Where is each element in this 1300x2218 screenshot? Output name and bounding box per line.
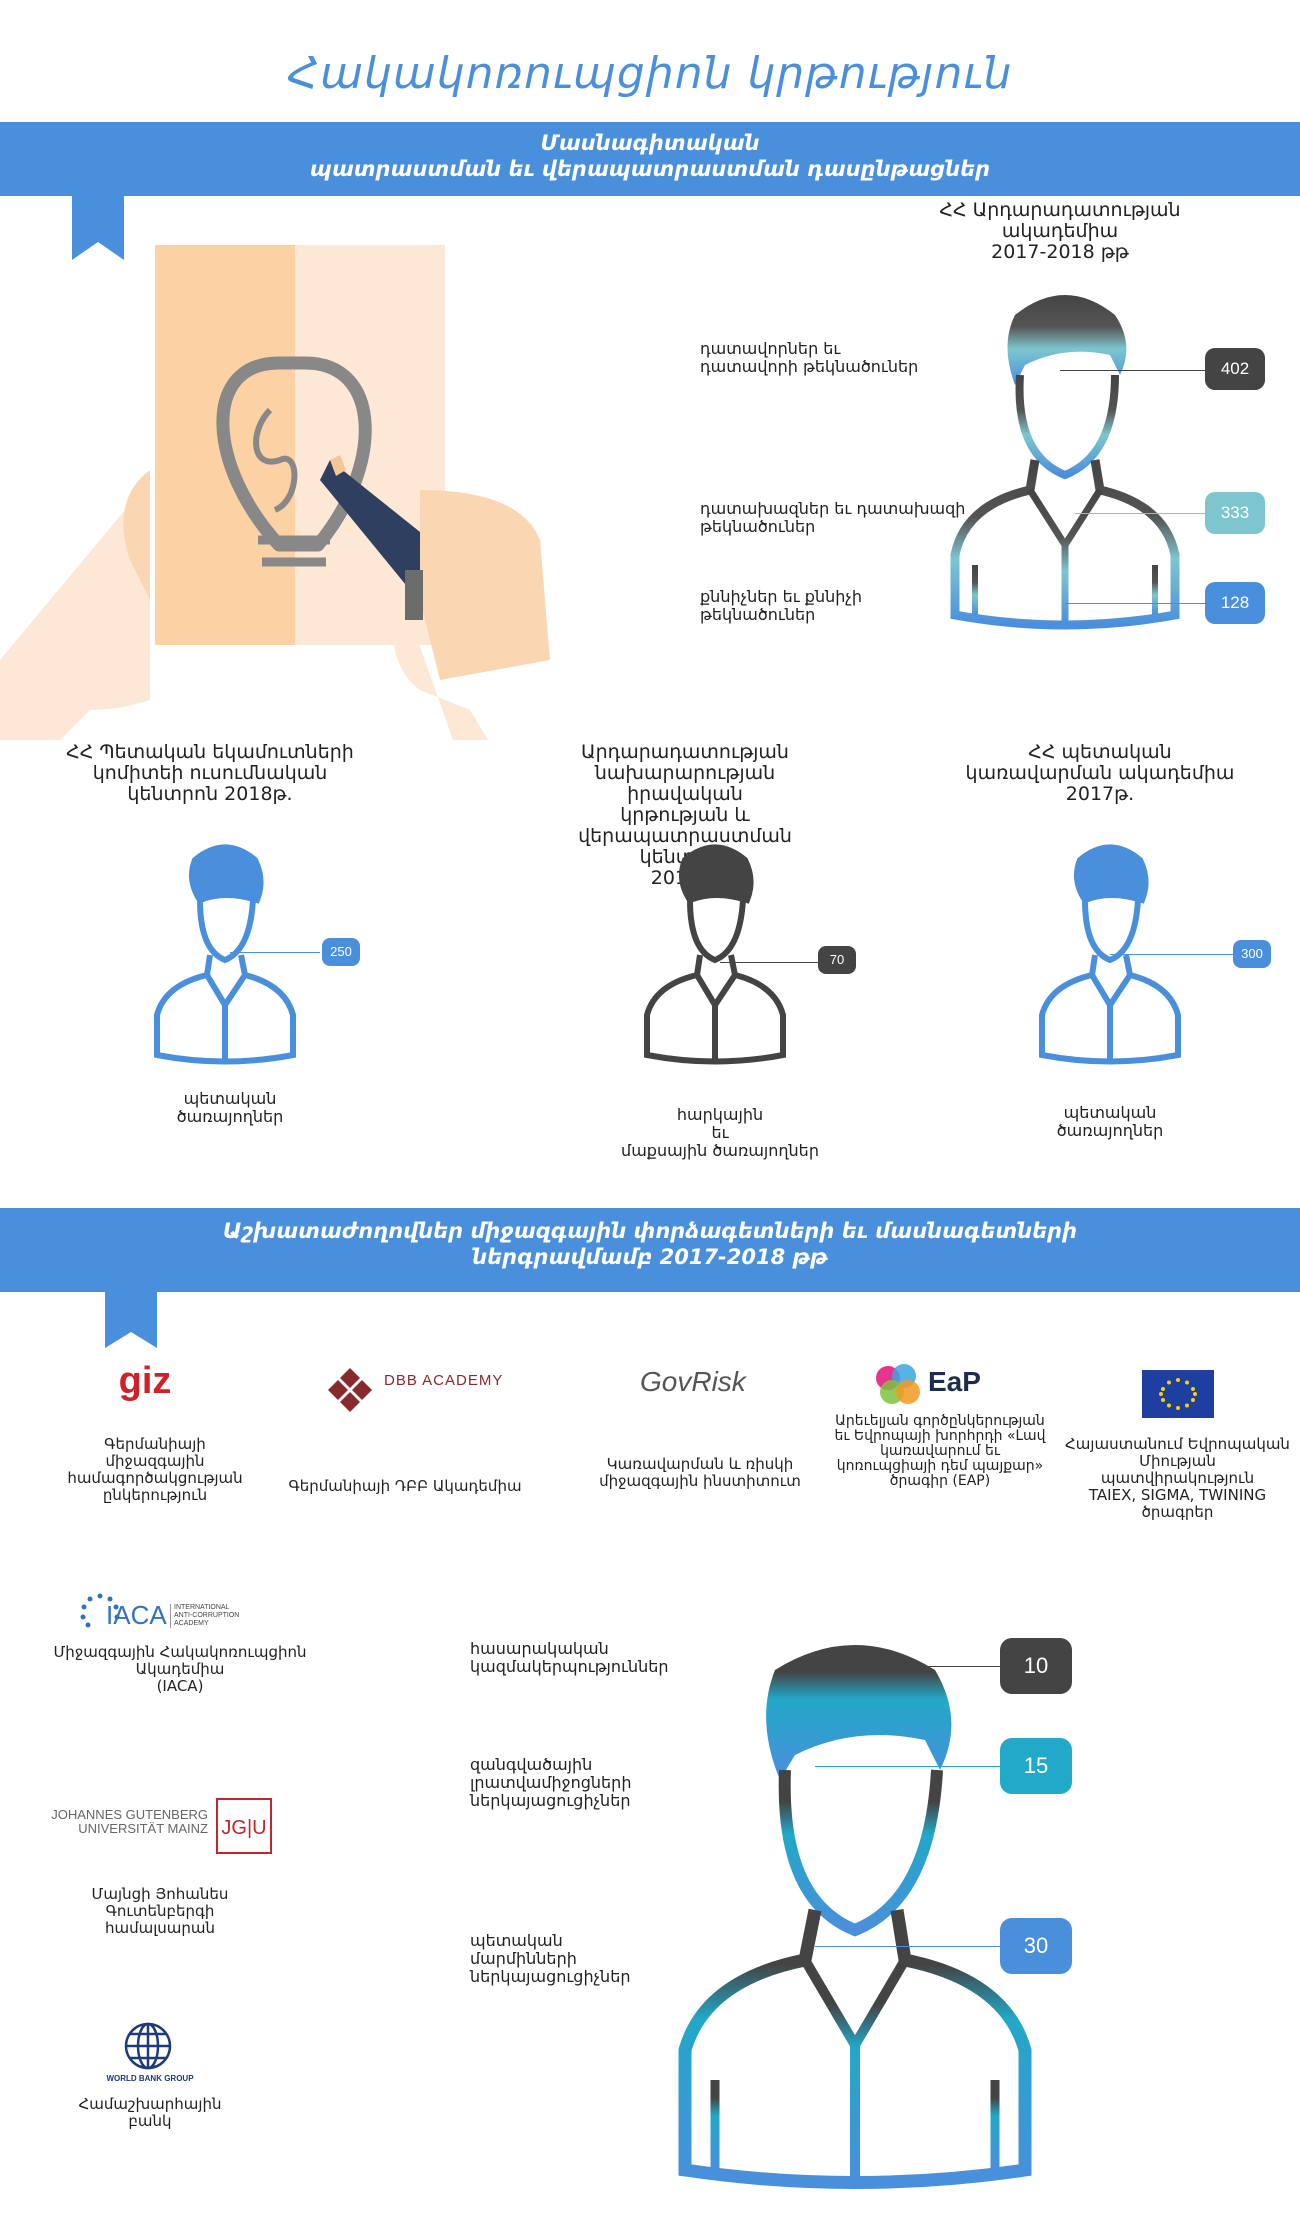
leader-line — [720, 962, 820, 963]
center-value-justice: 70 — [818, 946, 856, 974]
leader-line — [1065, 603, 1210, 604]
banner-line-1: Մասնագիտական — [540, 131, 760, 155]
jgu-badge: JG|U — [216, 1798, 272, 1854]
leader-line — [1110, 954, 1235, 955]
world-bank-globe-icon — [124, 2022, 172, 2070]
person-figure-management — [1039, 844, 1181, 1065]
govrisk-logo: GovRisk — [640, 1366, 746, 1397]
bookmark-ribbon-icon — [72, 196, 124, 260]
person-figure-justice — [644, 844, 786, 1065]
leader-line — [230, 952, 320, 953]
participants-person-figure — [678, 1645, 1032, 2189]
dbb-diamond-icon — [328, 1368, 372, 1412]
center-value-revenue: 250 — [322, 938, 360, 966]
lightbulb-drawing-illustration — [0, 245, 550, 740]
academy-value-investigators: 128 — [1205, 582, 1265, 624]
eap-logo: EaP — [928, 1366, 981, 1397]
giz-logo: giz — [118, 1360, 172, 1402]
world-bank-logo: WORLD BANK GROUP — [106, 2074, 194, 2083]
iaca-dots-icon — [80, 1593, 120, 1628]
participants-value-state: 30 — [1000, 1918, 1072, 1974]
academy-value-prosecutors: 333 — [1205, 492, 1265, 534]
leader-line — [815, 1946, 1005, 1947]
leader-line — [855, 1666, 1005, 1667]
participants-value-media: 15 — [1000, 1738, 1072, 1794]
iaca-logo: IACA — [106, 1600, 167, 1630]
person-figure-revenue — [154, 844, 296, 1065]
section-banner-training: Մասնագիտական պատրաստման եւ վերապատրաստմա… — [0, 122, 1300, 196]
leader-line — [1060, 370, 1210, 371]
center-value-management: 300 — [1233, 940, 1271, 968]
section-banner-workshops: Աշխատաժողովներ միջազգային փորձագետների ե… — [0, 1208, 1300, 1292]
partner-name-dbb: Գերմանիայի ԴԲԲ Ակադեմիա — [288, 1477, 522, 1495]
academy-value-judges: 402 — [1205, 348, 1265, 390]
dbb-academy-logo: DBB ACADEMY — [384, 1372, 504, 1389]
leader-line — [815, 1766, 1005, 1767]
academy-heading-line-1: ՀՀ Արդարադատության — [939, 199, 1181, 221]
academy-person-figure — [950, 295, 1180, 630]
page-title: Հակակոռուպցիոն կրթություն — [287, 48, 1013, 99]
leader-line — [1075, 513, 1210, 514]
banner-line-1: Աշխատաժողովներ միջազգային փորձագետների ե… — [222, 1219, 1078, 1243]
partner-name-iaca: Միջազգային Հակակոռուպցիոն Ակադեմիա(IACA) — [53, 1643, 307, 1695]
banner-line-2: ներգրավմամբ 2017-2018 թթ — [472, 1245, 828, 1269]
academy-heading-line-3: 2017-2018 թթ — [991, 241, 1129, 263]
academy-heading-line-2: ակադեմիա — [1001, 220, 1119, 242]
participants-value-ngo: 10 — [1000, 1638, 1072, 1694]
banner-line-2: պատրաստման եւ վերապատրաստման դասընթացներ — [309, 157, 991, 181]
eap-circles-icon — [876, 1364, 920, 1404]
academy-heading: ՀՀ Արդարադատության ակադեմիա 2017-2018 թթ — [900, 200, 1220, 263]
bookmark-ribbon-icon — [105, 1292, 157, 1348]
eu-flag-icon — [1142, 1370, 1214, 1418]
